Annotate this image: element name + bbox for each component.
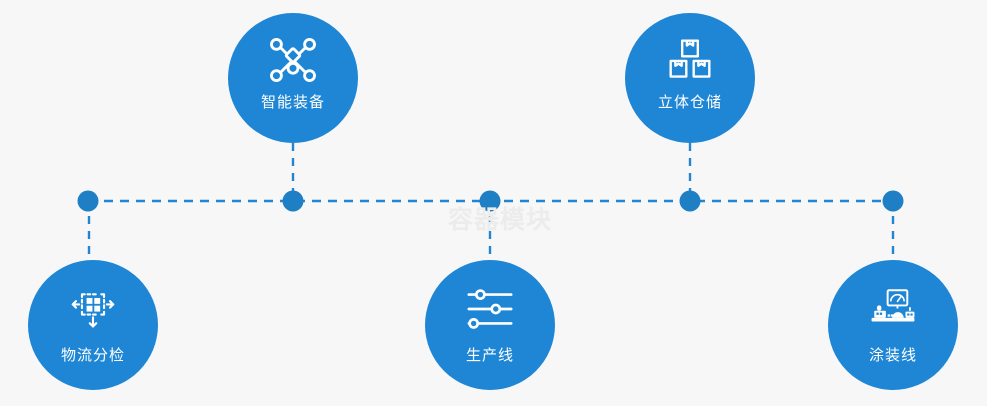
junction-dot-sorting: [77, 190, 99, 212]
node-label-sorting: 物流分检: [60, 346, 125, 364]
factory-monitor-icon: [868, 286, 918, 332]
network-nodes-icon: [268, 37, 318, 83]
node-label-smart-equipment: 智能装备: [260, 93, 325, 111]
node-painting-line[interactable]: 涂装线: [828, 260, 958, 390]
node-smart-equipment[interactable]: 智能装备: [228, 13, 358, 143]
center-watermark: 容器模块: [447, 205, 552, 234]
node-production-line[interactable]: 生产线: [425, 260, 555, 390]
node-label-warehouse: 立体仓储: [657, 93, 722, 111]
node-label-painting-line: 涂装线: [868, 346, 917, 364]
stacked-boxes-icon: [665, 37, 715, 83]
node-label-production-line: 生产线: [465, 346, 514, 364]
junction-dot-production-line: [479, 190, 501, 212]
sliders-icon: [465, 286, 515, 332]
junction-dot-warehouse: [679, 190, 701, 212]
node-warehouse[interactable]: 立体仓储: [625, 13, 755, 143]
junction-dot-smart-equipment: [282, 190, 304, 212]
sorting-arrows-icon: [68, 286, 118, 332]
node-sorting[interactable]: 物流分检: [28, 260, 158, 390]
junction-dot-painting-line: [882, 190, 904, 212]
